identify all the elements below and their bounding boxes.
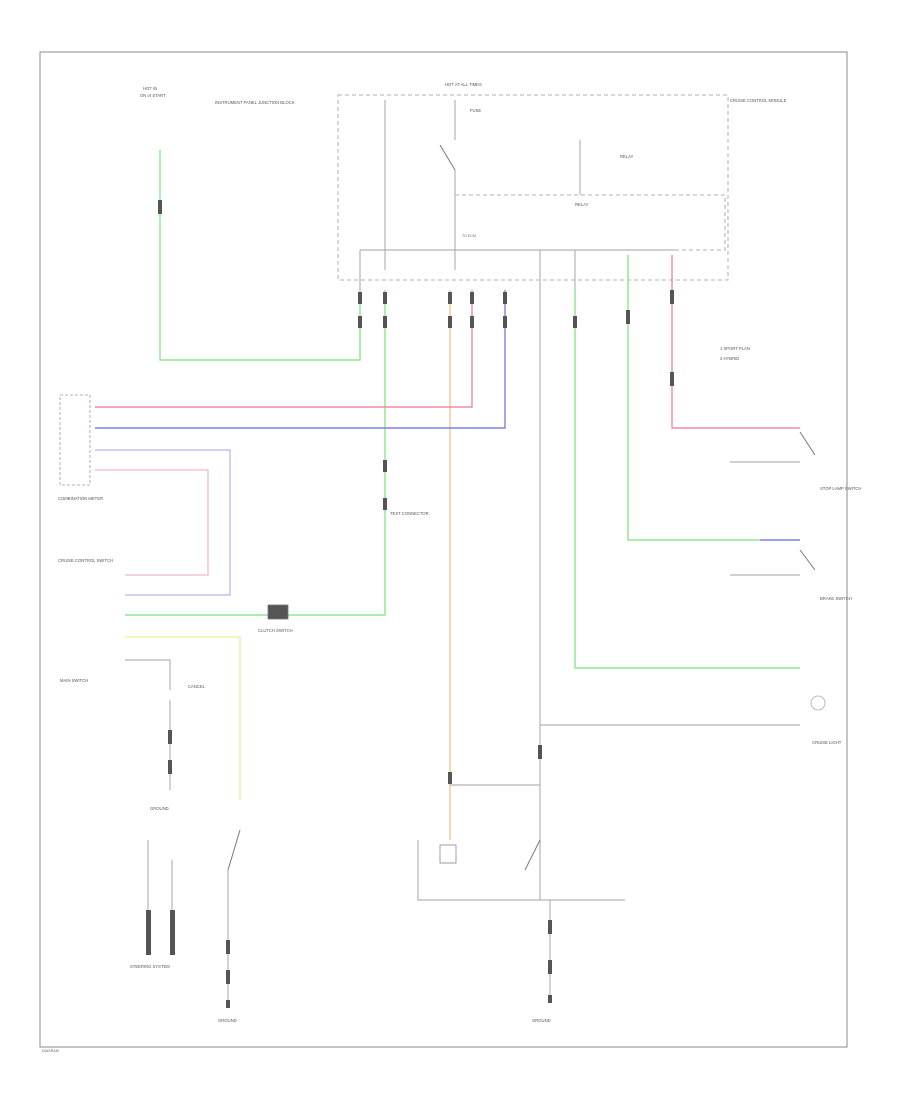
connector-c4 (383, 316, 387, 328)
diagram-frame (39, 51, 848, 1048)
cruise-lamp-bulb (810, 695, 826, 711)
connector-c21 (573, 316, 577, 328)
wire-blue-light (95, 449, 231, 596)
connector-c9 (448, 772, 452, 784)
connector-c2 (358, 316, 362, 328)
label-relay-a: RELAY (620, 154, 634, 159)
ground-bottom-mid (548, 995, 552, 1003)
relay-box-outline (454, 194, 726, 251)
label-stop-lamp: STOP LAMP SWITCH (820, 486, 861, 491)
connector-c6 (383, 498, 387, 510)
connector-c13 (503, 316, 507, 328)
relay-coil (439, 844, 457, 864)
bottom-box-outline (417, 840, 625, 901)
label-ground-bottom: GROUND (218, 1018, 237, 1023)
label-brake-sw: BRAKE SWITCH (820, 596, 852, 601)
wire-green-left (159, 150, 361, 361)
connector-c19 (670, 290, 674, 304)
wire-yellow (125, 636, 241, 800)
connector-c7 (448, 292, 452, 304)
connector-steering-2 (170, 910, 175, 955)
wire-red-stop (671, 255, 800, 429)
connector-c1 (358, 292, 362, 304)
label-legend-1: 1 SPORT PLAN (720, 346, 750, 351)
label-ground-left: GROUND (150, 806, 169, 811)
label-test-conn: TEST CONNECTOR (390, 511, 429, 516)
label-hot-top-left: HOT IN (143, 86, 157, 91)
label-figure-id: DIAGRAM (42, 1049, 59, 1053)
switch-brake (799, 549, 816, 571)
label-ground-mid: GROUND (532, 1018, 551, 1023)
connector-c22 (538, 745, 542, 759)
connector-steering-1 (146, 910, 151, 955)
wire-red-top (95, 290, 473, 408)
connector-c14 (226, 940, 230, 954)
connector-c24 (548, 960, 552, 974)
label-relay-b: RELAY (575, 202, 589, 207)
label-fuse-block-left: INSTRUMENT PANEL JUNCTION BLOCK (215, 100, 295, 105)
connector-c5 (383, 460, 387, 472)
label-steering: STEERING SYSTEM (130, 964, 170, 969)
connector-c3 (383, 292, 387, 304)
label-fuse-b: FUSE (470, 108, 481, 113)
label-main-sw: MAIN SWITCH (60, 678, 88, 683)
wire-green-brake (627, 255, 760, 541)
switch-relay-a (439, 144, 456, 171)
label-cruise-lamp: CRUISE LIGHT (812, 740, 842, 745)
ground-clutch (226, 1000, 230, 1008)
wire-green-center (340, 290, 386, 616)
connector-c15 (226, 970, 230, 984)
connector-c11 (470, 316, 474, 328)
wire-gray-lower-left (125, 659, 171, 690)
connector-c10 (470, 292, 474, 304)
connector-c23 (548, 920, 552, 934)
connector-c16 (168, 730, 172, 744)
label-legend-2: 2 HYBRID (720, 356, 739, 361)
connector-c8 (448, 316, 452, 328)
connector-c17 (168, 760, 172, 774)
label-cruise-sw: CRUISE CONTROL SWITCH (58, 558, 113, 563)
wire-blue-top (95, 290, 506, 429)
junction-box-outline (337, 94, 729, 281)
connector-green-left (158, 200, 162, 214)
connector-c12 (503, 292, 507, 304)
switch-clutch (227, 829, 241, 871)
connector-c18 (626, 310, 630, 324)
switch-stop-lamp (799, 431, 816, 456)
cluster-outline (59, 394, 91, 486)
label-cruise-module: CRUISE CONTROL MODULE (730, 98, 787, 103)
wire-pink-light (95, 469, 209, 576)
label-hot-top-mid: HOT AT ALL TIMES (445, 82, 482, 87)
label-hot-top-left-sub: ON or START (140, 93, 166, 98)
connector-c20 (670, 372, 674, 386)
clutch-connector (267, 604, 289, 620)
label-clutch-sw: CLUTCH SWITCH (258, 628, 293, 633)
switch-relay-bottom (524, 839, 541, 871)
label-cancel-sw: CANCEL (188, 684, 206, 689)
label-ecm-pins: TO ECM (462, 234, 476, 238)
wire-green-lamp (574, 290, 800, 669)
label-cluster: COMBINATION METER (58, 496, 103, 501)
